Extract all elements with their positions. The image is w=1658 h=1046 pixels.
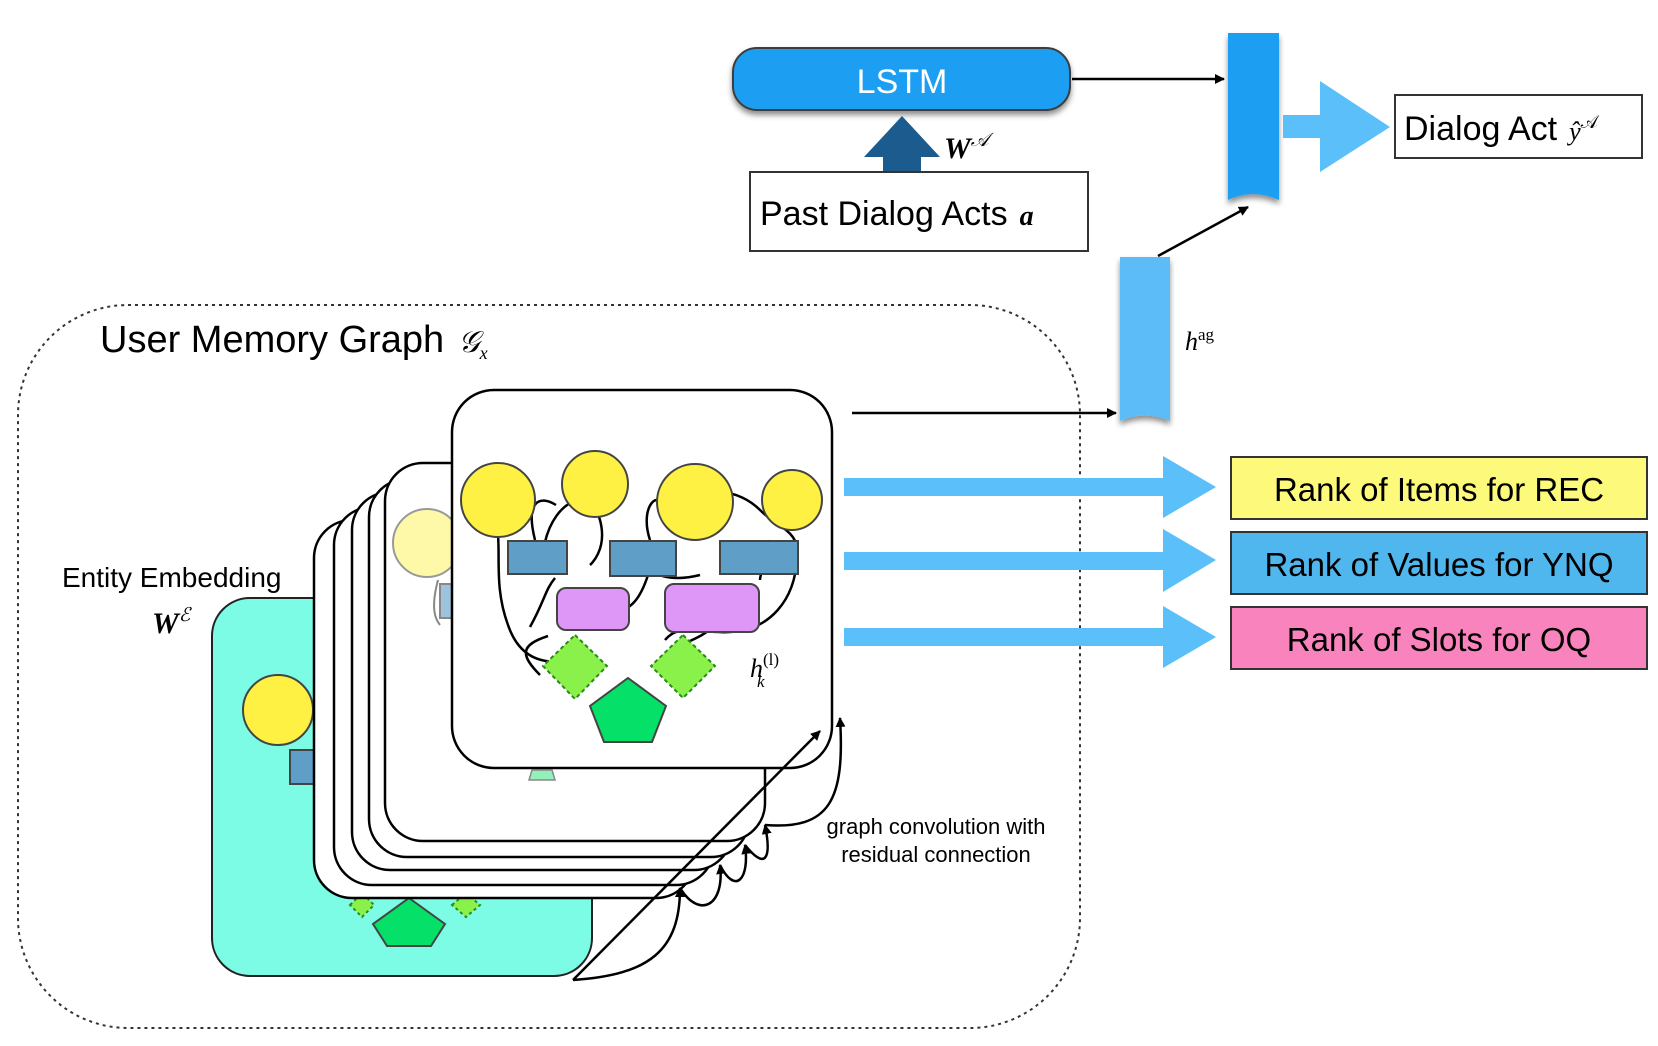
entity-embedding-weight-label: Wℰ	[152, 605, 193, 640]
graph-convolution-note-line1: graph convolution with	[827, 814, 1046, 839]
graph-layer-card-top	[450, 388, 834, 770]
h-ag-label: hag	[1185, 325, 1215, 356]
lstm-block: LSTM	[732, 47, 1071, 111]
hag-to-concat-arrow	[1157, 205, 1249, 258]
concat-to-dialog-act-arrow	[1283, 81, 1390, 172]
output-arrow	[844, 606, 1216, 668]
lstm-label: LSTM	[857, 63, 948, 101]
output-label-oq: Rank of Slots for OQ	[1287, 621, 1591, 658]
concat-vector-bar	[1228, 33, 1279, 200]
lstm-weight-label: W𝒜	[944, 130, 995, 165]
output-arrow	[844, 529, 1216, 592]
user-memory-graph-container	[17, 304, 1081, 1029]
past-acts-to-lstm-arrow	[864, 116, 940, 172]
entity-embedding-label: Entity Embedding	[62, 562, 281, 593]
output-label-rec: Rank of Items for REC	[1274, 471, 1604, 508]
output-box-oq: Rank of Slots for OQ	[1230, 606, 1648, 670]
h-ag-vector-bar	[1120, 257, 1170, 421]
hidden-state-label: h(l)k	[750, 650, 779, 691]
graph-convolution-arrows	[572, 717, 846, 982]
output-box-ynq: Rank of Values for YNQ	[1230, 531, 1648, 595]
graph-convolution-note-line2: residual connection	[841, 842, 1031, 867]
output-box-rec: Rank of Items for REC	[1230, 456, 1648, 520]
output-arrow	[844, 456, 1216, 518]
output-label-ynq: Rank of Values for YNQ	[1264, 546, 1613, 583]
